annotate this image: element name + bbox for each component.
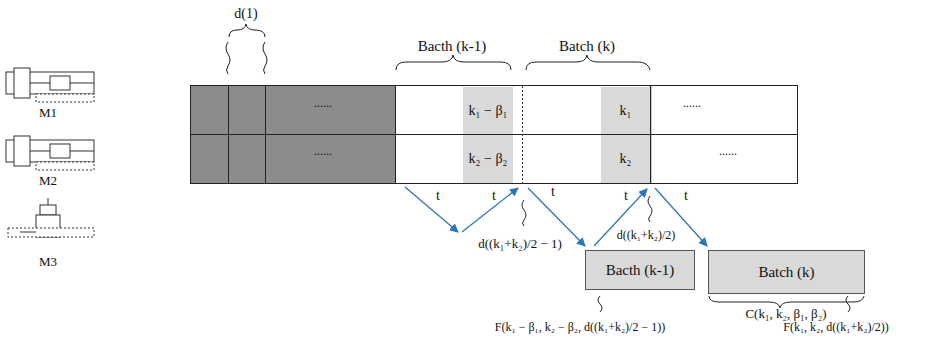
diagram-label: d((k₁+k₂)/2 − 1) (478, 237, 562, 251)
diagram-label: t (624, 188, 628, 203)
diagram-label: M2 (39, 174, 57, 188)
gantt-cell: k₂ (601, 135, 650, 183)
diagram-label: d(1) (234, 6, 257, 21)
diagram-label: M1 (39, 106, 57, 120)
node-text: k₁ (620, 103, 632, 119)
node-text: Bacth (k-1) (606, 262, 675, 279)
diagram-label: F(k₁ − β₁, k₂ − β₂, d((k₁+k₂)/2 − 1)) (495, 321, 665, 334)
diagram-label: ...... (314, 145, 332, 158)
diagram-label: ...... (719, 145, 737, 158)
gantt-cell: k₂ − β₂ (463, 135, 513, 183)
gantt-cell: k₁ (601, 87, 650, 134)
diagram-label: t (492, 188, 496, 203)
diagram-label: C(k₁, k₂, β₁, β₂) (745, 307, 826, 321)
diagram-label: M3 (39, 255, 57, 269)
batch-box: Bacth (k-1) (585, 250, 695, 290)
diagram-label: t (436, 188, 440, 203)
batch-box: Batch (k) (708, 250, 865, 294)
diagram-label: t (684, 188, 688, 203)
node-text: Batch (k) (758, 264, 814, 281)
diagram-label: d((k₁+k₂)/2) (617, 229, 675, 242)
diagram-label: Batch (k) (559, 38, 615, 55)
node-text: k₁ − β₁ (469, 103, 508, 119)
diagram-label: ...... (314, 97, 332, 110)
diagram-label: ...... (683, 97, 701, 110)
node-text: k₂ (620, 151, 632, 167)
diagram-label: F(k₁, k₂, d((k₁+k₂)/2)) (783, 321, 889, 334)
diagram-label: Bacth (k-1) (418, 38, 487, 55)
diagram-label: t (551, 184, 555, 199)
gantt-cell: k₁ − β₁ (463, 87, 513, 134)
node-text: k₂ − β₂ (469, 151, 508, 167)
